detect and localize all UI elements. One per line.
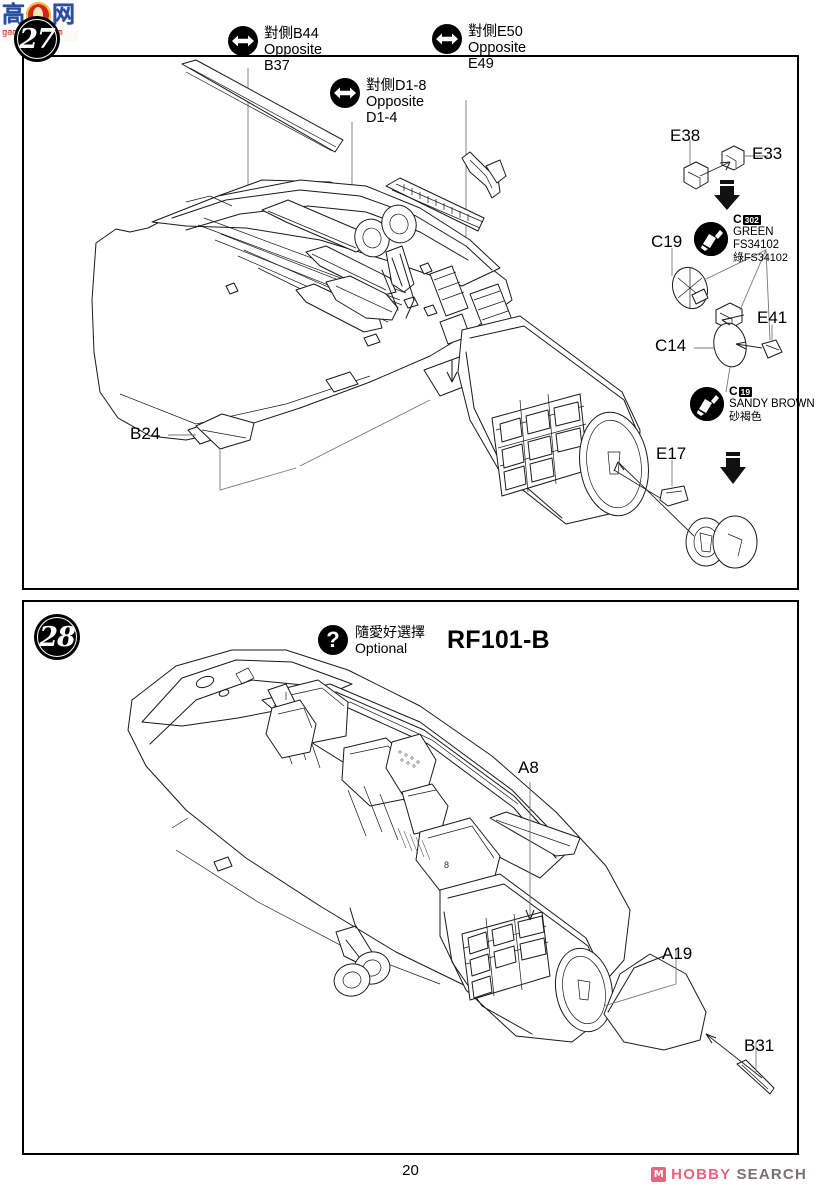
paint-name-chinese: 砂褐色 [729, 411, 762, 424]
step-number-badge-27: 27 [14, 16, 60, 62]
part-label-c14: C14 [655, 336, 687, 355]
part-label-b24: B24 [130, 424, 161, 443]
callout-line-2: Opposite [468, 40, 527, 57]
paint-letter: C [729, 384, 738, 398]
hobby-search-mark-icon: M [651, 1167, 667, 1182]
callout-line-2: Opposite [264, 42, 323, 59]
paint-brush-icon [694, 221, 728, 256]
part-label-a19: A19 [662, 944, 693, 963]
double-arrow-icon [432, 24, 462, 54]
part-label-e41: E41 [757, 308, 788, 327]
part-label-e38: E38 [670, 126, 701, 145]
watermark-char-left: 高 [2, 2, 25, 28]
double-arrow-icon [228, 26, 258, 56]
paint-number: 19 [738, 386, 753, 397]
step-number-28: 28 [39, 621, 76, 653]
callout-opposite-e50: 對側E50 Opposite E49 [432, 24, 526, 73]
question-mark-icon: ? [318, 625, 348, 656]
double-arrow-icon [330, 78, 360, 108]
step-panel-28 [22, 600, 799, 1155]
paint-number: 302 [742, 214, 761, 225]
step-number-27: 27 [19, 23, 56, 55]
part-label-e17: E17 [656, 444, 687, 463]
watermark-char-right: 网 [52, 2, 75, 28]
optional-line-english: Optional [355, 640, 408, 657]
part-label-b31: B31 [744, 1036, 775, 1055]
hobby-search-primary: HOBBY [671, 1166, 732, 1183]
callout-opposite-b44: 對側B44 Opposite B37 [228, 26, 322, 75]
hobby-search-logo: M HOBBY SEARCH [651, 1166, 807, 1183]
callout-line-1: 對側B44 [264, 26, 319, 42]
page-number: 20 [402, 1162, 419, 1179]
callout-line-3: D1-4 [366, 110, 398, 127]
optional-line-chinese: 隨愛好選擇 [355, 624, 425, 640]
callout-optional: ? 隨愛好選擇 Optional [318, 624, 425, 656]
callout-line-1: 對側E50 [468, 24, 523, 40]
paint-callout-green: C 302 GREEN FS34102 綠FS34102 [694, 212, 821, 265]
step-number-badge-28: 28 [34, 614, 80, 660]
callout-opposite-d1-8: 對側D1-8 Opposite D1-4 [330, 78, 426, 127]
part-label-c19: C19 [651, 232, 683, 251]
hobby-search-secondary: SEARCH [736, 1166, 807, 1183]
callout-line-3: E49 [468, 56, 494, 73]
callout-line-3: B37 [264, 58, 290, 75]
callout-line-2: Opposite [366, 94, 425, 111]
paint-name-chinese: 綠FS34102 [733, 252, 788, 265]
variant-title: RF101-B [447, 626, 550, 654]
paint-name-english: SANDY BROWN [729, 398, 815, 411]
part-label-e33: E33 [752, 144, 783, 163]
callout-line-1: 對側D1-8 [366, 78, 427, 94]
paint-brush-icon [690, 387, 724, 422]
paint-callout-sandy-brown: C 19 SANDY BROWN 砂褐色 [690, 384, 815, 424]
part-label-a8: A8 [518, 758, 539, 777]
paint-name-english: GREEN FS34102 [733, 226, 779, 252]
paint-letter: C [733, 212, 742, 226]
